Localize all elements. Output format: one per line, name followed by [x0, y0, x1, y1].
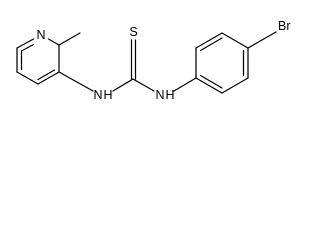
carbon-to-nh-bond [132, 78, 155, 92]
bromine-bond [247, 31, 277, 49]
right-nh-hydrogen-label: H [165, 88, 174, 102]
sulfur-label: S [129, 25, 137, 39]
nh-to-carbon-bond [112, 78, 134, 92]
ring-to-nh-bond [58, 71, 94, 92]
bromine-label: Br [278, 19, 291, 33]
right-nh-nitrogen-label: N [155, 88, 164, 102]
methyl-bond [58, 32, 81, 46]
pyridine-ring [16, 38, 60, 85]
left-nh-nitrogen-label: N [93, 88, 102, 102]
benzene-ring [195, 32, 249, 94]
thiourea-structure-diagram: N S N H N H Br [16, 19, 291, 102]
nh-to-phenyl-bond [173, 77, 197, 92]
left-nh-hydrogen-label: H [103, 88, 112, 102]
thione-double-bond [130, 39, 137, 80]
pyridine-nitrogen-label: N [36, 28, 45, 42]
